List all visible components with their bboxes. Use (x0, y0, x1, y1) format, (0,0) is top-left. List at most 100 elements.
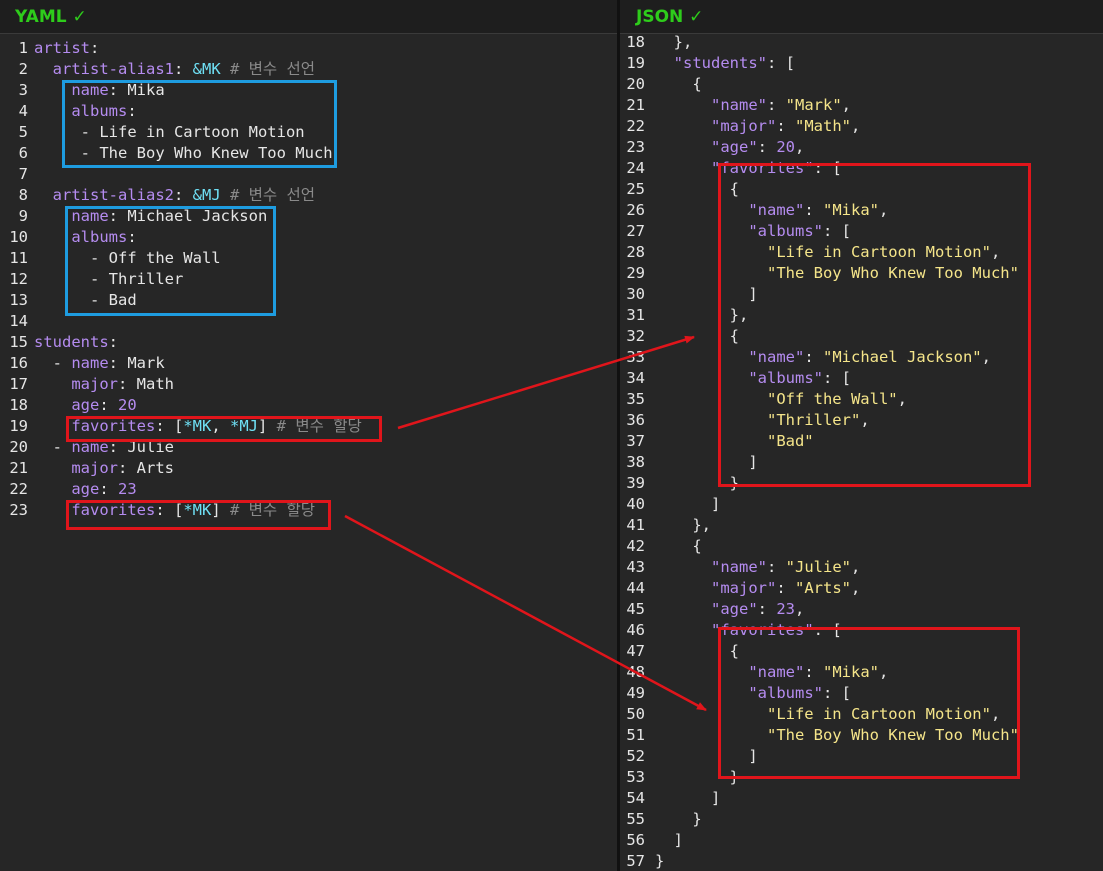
code-token: : [ (155, 417, 184, 435)
code-text: ] (655, 452, 757, 473)
line-number: 12 (9, 270, 28, 288)
line-number: 45 (626, 600, 645, 618)
code-token: artist-alias1 (52, 60, 174, 78)
code-token: "major" (711, 117, 777, 135)
code-token: "Off the Wall" (766, 390, 898, 408)
code-token (655, 726, 767, 744)
line-number: 22 (626, 117, 645, 135)
code-text: artist: (34, 38, 99, 59)
code-token: # 변수 할당 (220, 501, 316, 519)
code-text: - Thriller (34, 269, 183, 290)
code-token: { (655, 327, 739, 345)
code-text: "Life in Cartoon Motion", (655, 242, 1000, 263)
code-token: ] (655, 495, 721, 513)
code-token: "favorites" (711, 621, 814, 639)
code-text: "major": "Math", (655, 116, 860, 137)
line-number: 3 (18, 81, 28, 99)
code-line: 47 { (620, 641, 1103, 662)
line-number: 43 (626, 558, 645, 576)
pane-divider[interactable] (617, 0, 620, 871)
line-number: 20 (626, 75, 645, 93)
json-panel: 18 },19 "students": [20 {21 "name": "Mar… (620, 0, 1103, 871)
code-text: favorites: [*MK] # 변수 할당 (34, 500, 315, 521)
code-line: 13 - Bad (0, 290, 617, 311)
code-token: 23 (118, 480, 137, 498)
code-token (655, 600, 711, 618)
code-token: }, (655, 33, 693, 51)
code-token: Mark (127, 354, 165, 372)
code-line: 32 { (620, 326, 1103, 347)
code-text: "name": "Mika", (655, 662, 888, 683)
code-token: "albums" (748, 684, 823, 702)
line-number: 10 (9, 228, 28, 246)
code-token: "Life in Cartoon Motion" (766, 705, 991, 723)
code-line: 28 "Life in Cartoon Motion", (620, 242, 1103, 263)
line-number: 21 (9, 459, 28, 477)
line-number: 20 (9, 438, 28, 456)
line-number: 38 (626, 453, 645, 471)
line-number: 52 (626, 747, 645, 765)
code-line: 44 "major": "Arts", (620, 578, 1103, 599)
code-token (34, 102, 71, 120)
code-text: - The Boy Who Knew Too Much (34, 143, 333, 164)
code-token: , (795, 138, 805, 156)
code-token: : (90, 39, 100, 57)
code-token: : (108, 81, 128, 99)
code-token: Julie (127, 438, 174, 456)
code-line: 30 ] (620, 284, 1103, 305)
code-token: { (655, 537, 702, 555)
line-number: 19 (626, 54, 645, 72)
code-line: 46 "favorites": [ (620, 620, 1103, 641)
code-token (34, 396, 71, 414)
code-text: "name": "Mika", (655, 200, 888, 221)
code-token (655, 348, 748, 366)
code-token: : (804, 663, 823, 681)
code-token (655, 54, 674, 72)
code-token: ] (258, 417, 268, 435)
code-text: - name: Julie (34, 437, 174, 458)
code-text: }, (655, 305, 749, 326)
code-token (655, 369, 748, 387)
code-line: 55 } (620, 809, 1103, 830)
code-token: } (655, 810, 702, 828)
code-line: 21 major: Arts (0, 458, 617, 479)
code-token: "name" (711, 96, 767, 114)
code-token: , (990, 243, 1001, 261)
code-text: artist-alias2: &MJ # 변수 선언 (34, 185, 315, 206)
code-line: 56 ] (620, 830, 1103, 851)
code-token: "name" (711, 558, 767, 576)
code-text: "favorites": [ (655, 620, 842, 641)
line-number: 17 (9, 375, 28, 393)
line-number: 22 (9, 480, 28, 498)
code-token: , (897, 390, 907, 408)
code-token: ] (655, 831, 683, 849)
code-text: ] (655, 746, 758, 767)
code-text: - Off the Wall (34, 248, 221, 269)
code-token: # 변수 선언 (220, 60, 316, 78)
code-token (34, 501, 71, 519)
code-text: } (655, 473, 739, 494)
code-token: ] (655, 747, 758, 765)
code-token: "Math" (795, 117, 851, 135)
line-number: 29 (626, 264, 645, 282)
code-token: : (127, 228, 137, 246)
line-number: 42 (626, 537, 645, 555)
code-token: : (108, 207, 128, 225)
code-token: , (851, 117, 861, 135)
code-text: { (655, 641, 739, 662)
code-token: }, (655, 516, 711, 534)
code-token: - Life in Cartoon Motion (34, 123, 305, 141)
code-text: "name": "Michael Jackson", (655, 347, 991, 368)
code-token: albums (71, 228, 128, 246)
line-number: 15 (9, 333, 28, 351)
code-token: "albums" (748, 369, 823, 387)
json-code-editor[interactable]: 18 },19 "students": [20 {21 "name": "Mar… (620, 32, 1103, 871)
code-line: 54 ] (620, 788, 1103, 809)
code-token: - Off the Wall (34, 249, 221, 267)
code-token (655, 705, 767, 723)
code-line: 3 name: Mika (0, 80, 617, 101)
code-token: &MK (192, 60, 221, 78)
code-token: "name" (748, 663, 805, 681)
code-token: "Mika" (823, 663, 879, 681)
